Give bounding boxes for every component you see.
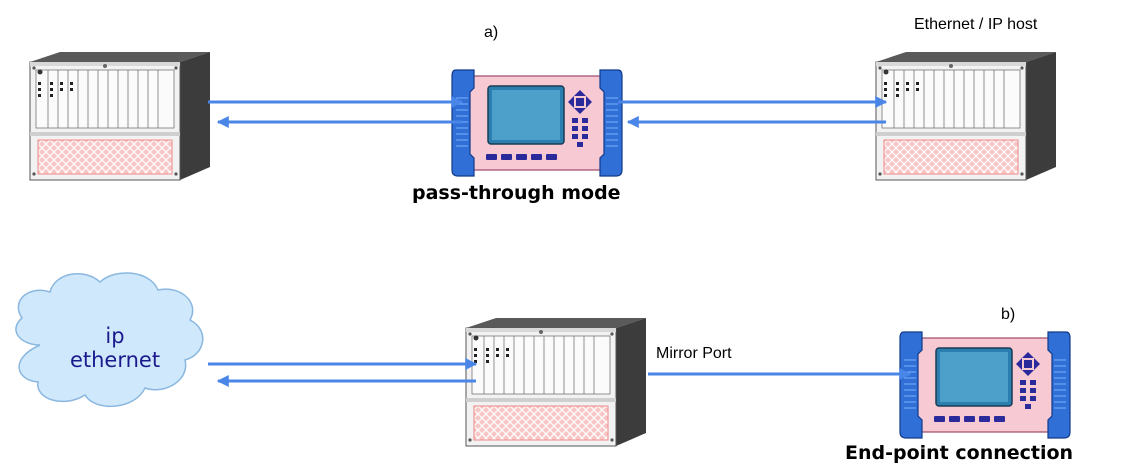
tester-passthrough xyxy=(451,69,623,177)
label-pass-through: pass-through mode xyxy=(412,182,621,204)
label-b: b) xyxy=(1001,306,1016,323)
tester-endpoint xyxy=(899,331,1071,439)
label-a: a) xyxy=(484,24,499,41)
rack-left xyxy=(29,51,211,181)
cloud-icon xyxy=(15,272,204,407)
cloud-label: ip ethernet xyxy=(55,324,175,372)
label-ethernet-host: Ethernet / IP host xyxy=(914,16,1038,33)
label-end-point: End-point connection xyxy=(845,442,1074,464)
rack-mirror xyxy=(465,317,647,447)
cloud-label-line2: ethernet xyxy=(69,348,161,372)
cloud-label-line1: ip xyxy=(105,324,125,348)
rack-ethernet-host xyxy=(875,51,1057,181)
label-mirror-port: Mirror Port xyxy=(656,345,732,362)
